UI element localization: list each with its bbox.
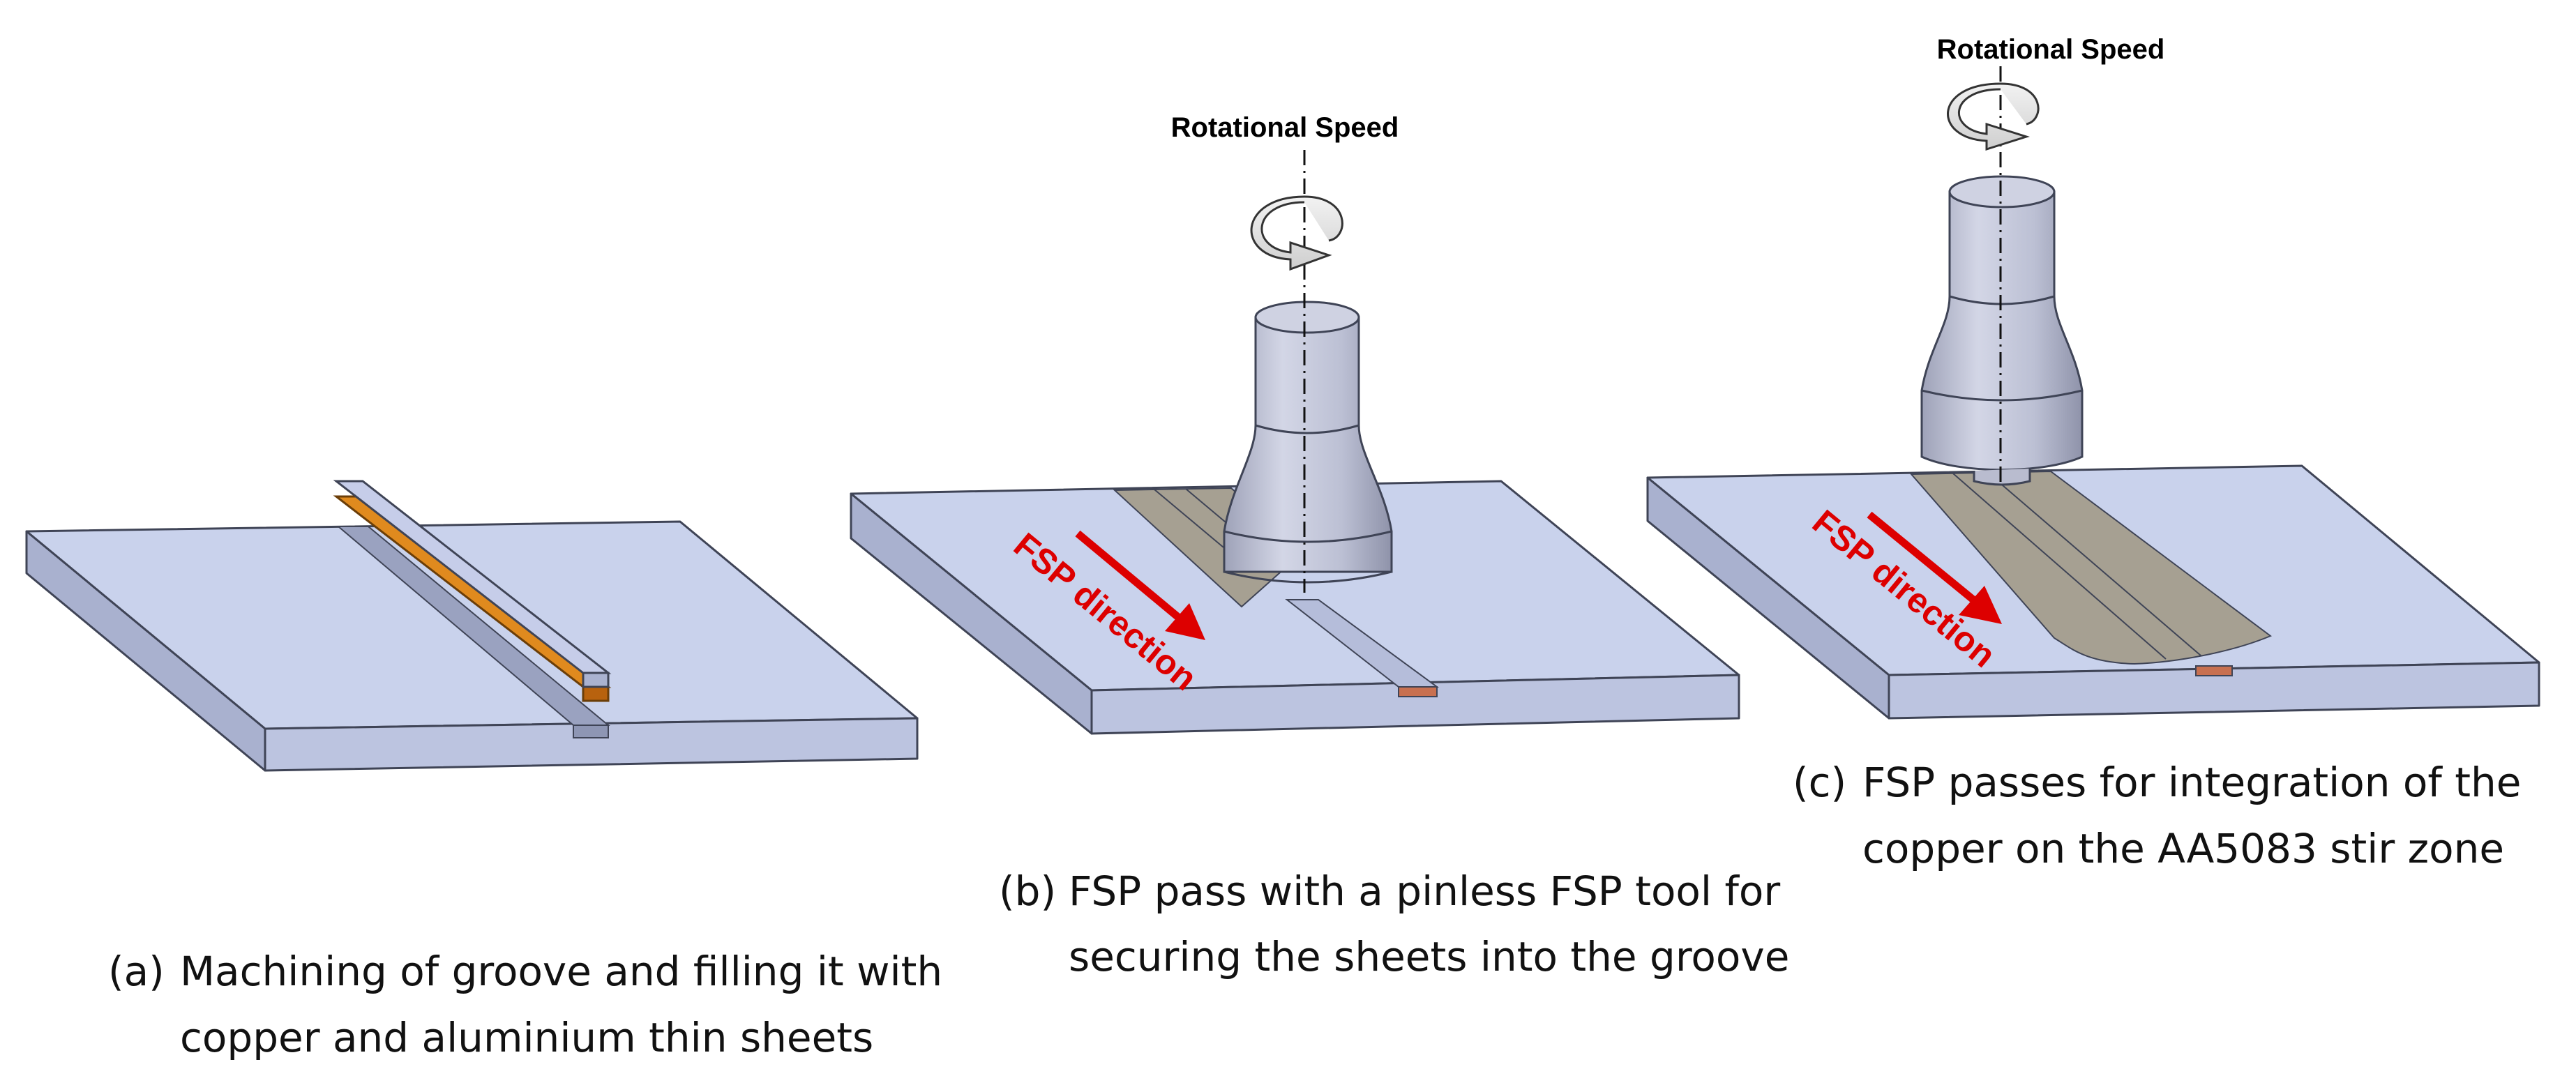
panel-a [25, 480, 919, 772]
caption-line: Machining of groove and filling it with [180, 948, 942, 995]
rotational-speed-label: Rotational Speed [1937, 34, 2165, 65]
base-plate [850, 480, 1740, 735]
aluminium-strip [333, 480, 612, 688]
caption-marker: (b) [999, 867, 1056, 915]
rotation-arrow-icon [1947, 82, 2040, 151]
caption-marker: (a) [108, 948, 165, 995]
fsp-tool [1223, 301, 1393, 584]
processed-zone [1909, 470, 2272, 676]
caption-line: FSP pass with a pinless FSP tool for [1069, 867, 1780, 915]
caption-a: (a) Machining of groove and filling it w… [108, 948, 942, 1061]
caption-marker: (c) [1793, 759, 1846, 806]
panel-c: Rotational Speed FSP direction [1646, 34, 2540, 720]
caption-c: (c) FSP passes for integration of the co… [1793, 759, 2521, 872]
rotation-arrow-icon [1250, 195, 1343, 271]
caption-b: (b) FSP pass with a pinless FSP tool for… [999, 867, 1789, 980]
caption-line: securing the sheets into the groove [1069, 933, 1789, 980]
copper-strip-end [1398, 686, 1438, 697]
rotational-speed-label: Rotational Speed [1171, 112, 1399, 143]
fsp-tool [1920, 175, 2084, 486]
fsp-direction-arrow [1867, 511, 2002, 624]
fsp-direction-arrow [1075, 530, 1205, 640]
copper-strip-end [2195, 665, 2233, 676]
caption-line: FSP passes for integration of the [1862, 759, 2521, 806]
groove [336, 526, 610, 738]
caption-line: copper on the AA5083 stir zone [1862, 825, 2504, 872]
groove-with-sheets [1285, 599, 1440, 697]
base-plate [25, 520, 919, 772]
caption-line: copper and aluminium thin sheets [180, 1014, 873, 1061]
panel-b: Rotational Speed FSP direction [850, 112, 1740, 735]
